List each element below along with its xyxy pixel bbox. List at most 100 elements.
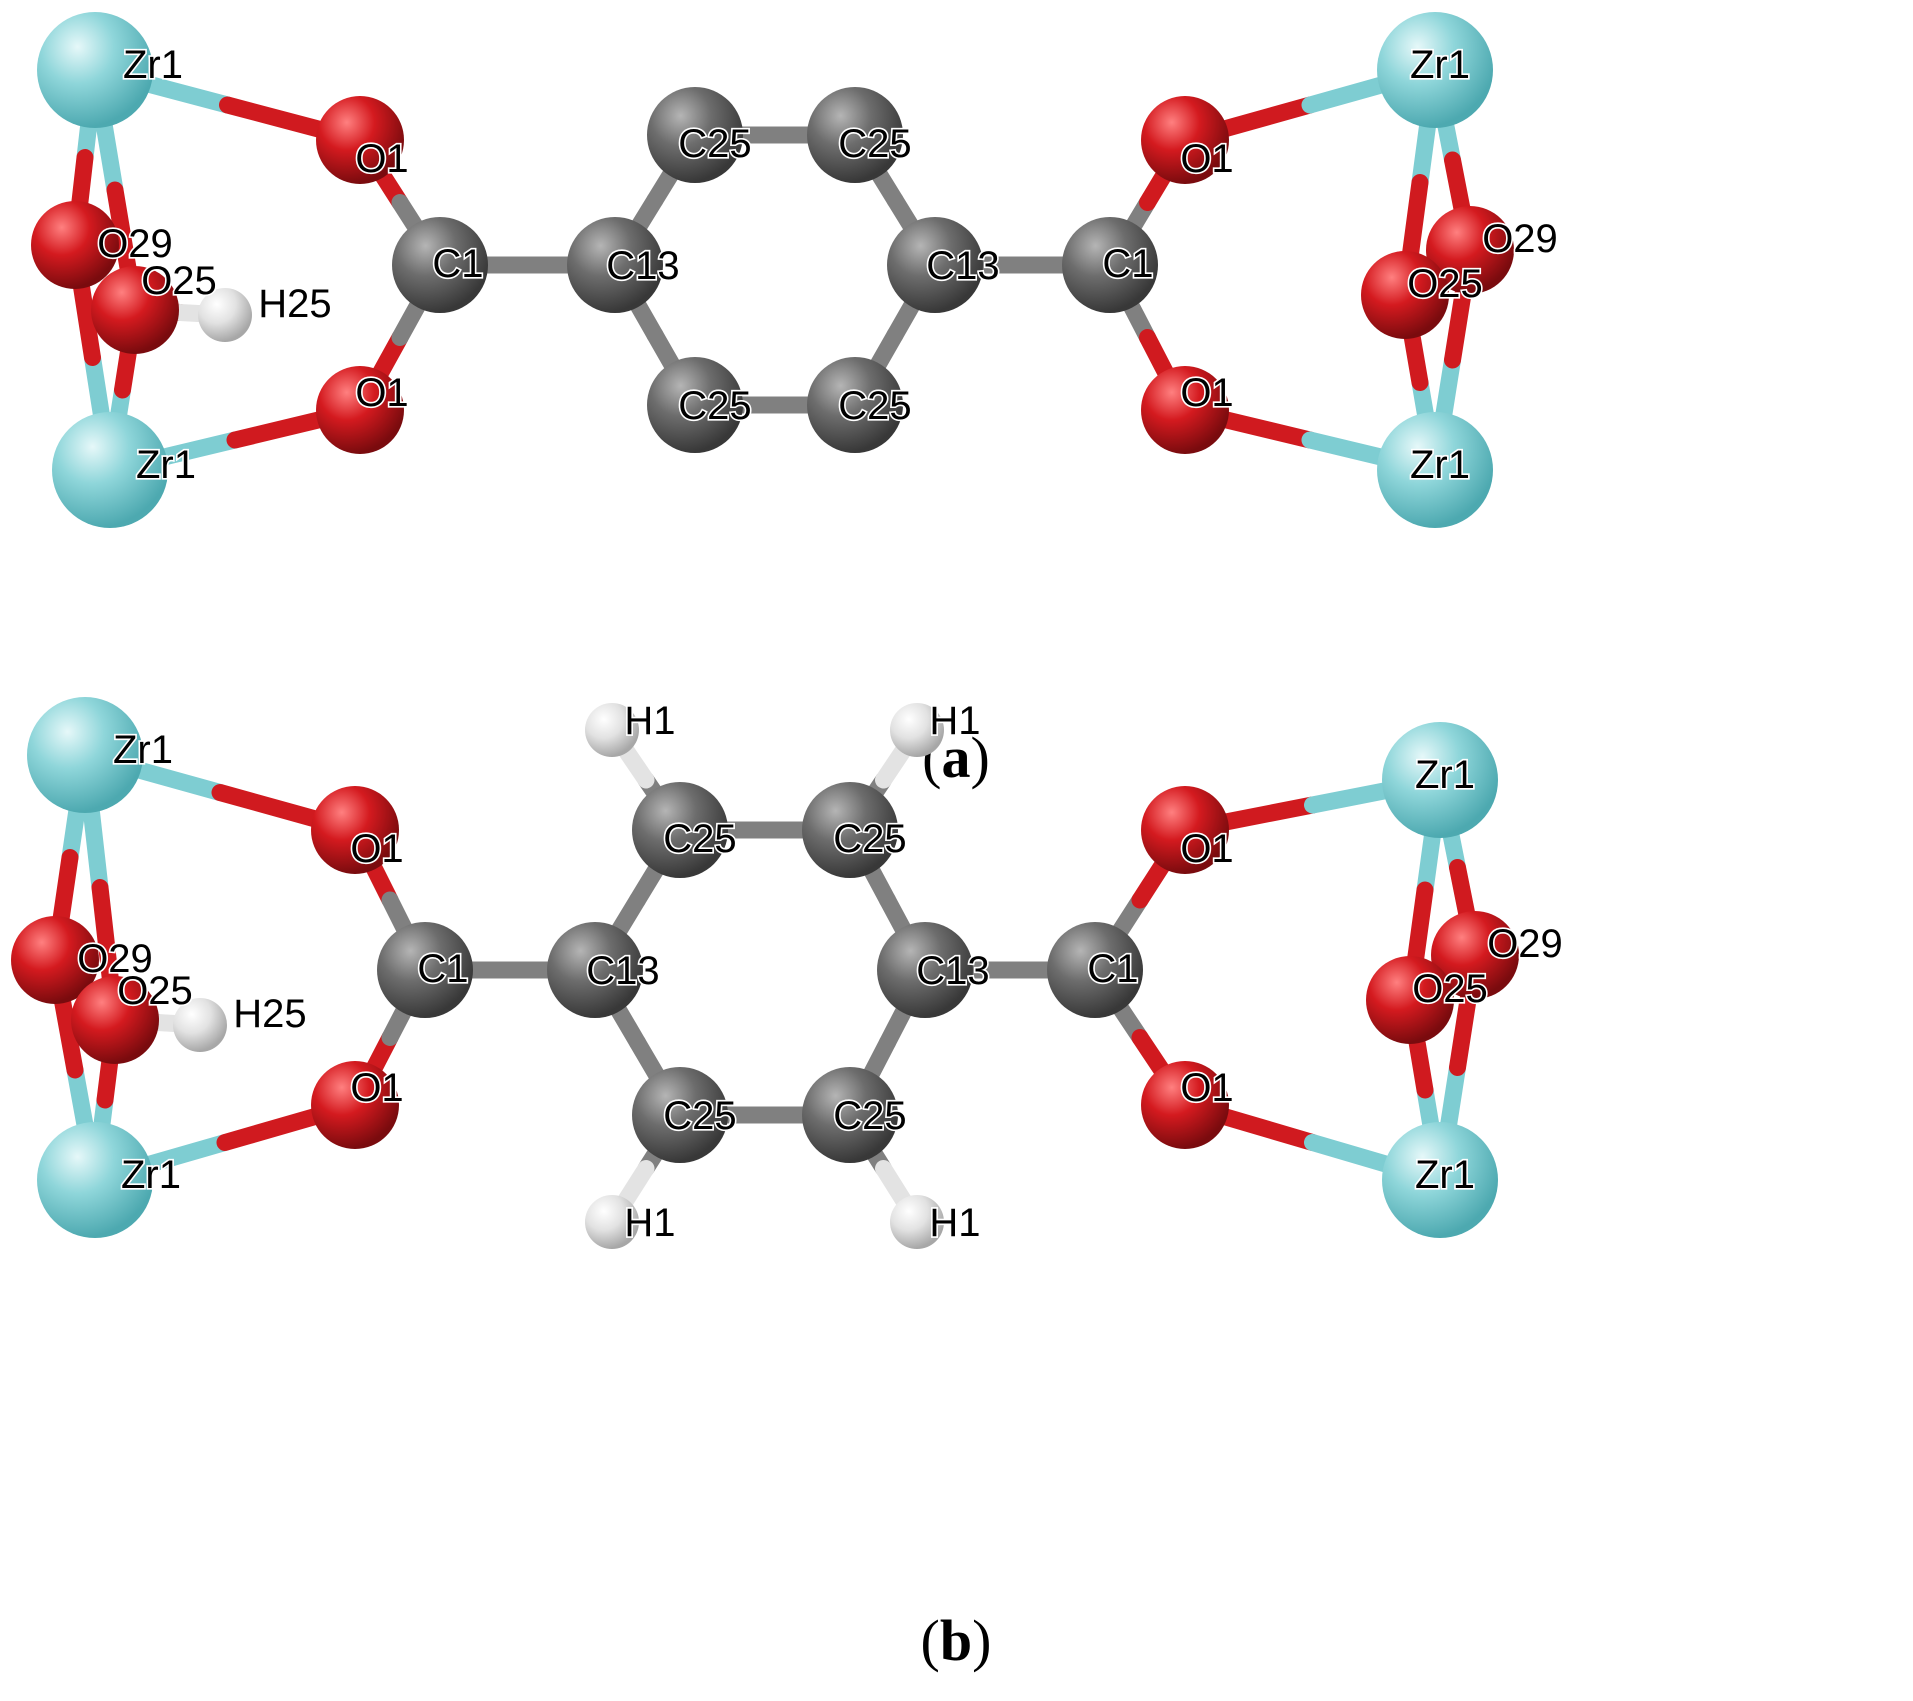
atom-label-o1: O1 [1180,137,1233,181]
c-atom-c13 [887,217,983,313]
atom-label-o1: O1 [355,371,408,415]
c-atom-c1 [377,922,473,1018]
atom-label-zr1: Zr1 [1410,43,1470,87]
atom-label-o25: O25 [141,259,217,303]
c-atom-c25 [647,87,743,183]
zr-atom-zr1 [1382,1122,1498,1238]
atom-label-c1: C1 [1087,947,1138,991]
atom-label-o1: O1 [1180,1066,1233,1110]
atom-label-c13: C13 [586,949,659,993]
bonds-layer [66,61,1479,479]
c-atom-c1 [392,217,488,313]
atom-label-c25: C25 [833,817,906,861]
atom-label-o1: O1 [1180,371,1233,415]
o-atom-o1 [1141,1061,1229,1149]
atom-label-o25: O25 [117,969,193,1013]
c-atom-c13 [547,922,643,1018]
atom-label-o29: O29 [77,937,153,981]
atom-label-c25: C25 [663,1094,736,1138]
atom-label-zr1: Zr1 [1415,1153,1475,1197]
c-atom-c25 [632,782,728,878]
atom-label-h25: H25 [233,992,306,1036]
atom-label-c1: C1 [417,947,468,991]
o-atom-o1 [1141,96,1229,184]
h-atom-h25 [173,998,227,1052]
atom-label-h25: H25 [258,282,331,326]
atom-label-o1: O1 [355,137,408,181]
atom-label-c25: C25 [678,122,751,166]
atom-label-o29: O29 [1482,217,1558,261]
atom-label-o1: O1 [1180,827,1233,871]
bonds-layer [46,721,1484,1231]
atom-label-zr1: Zr1 [1415,753,1475,797]
atom-label-c25: C25 [838,122,911,166]
c-atom-c25 [632,1067,728,1163]
zr-atom-zr1 [1382,722,1498,838]
c-atom-c13 [877,922,973,1018]
c-atom-c25 [802,782,898,878]
o-atom-o25 [71,976,159,1064]
zr-atom-zr1 [1377,412,1493,528]
atom-label-zr1: Zr1 [113,728,173,772]
atom-label-h1: H1 [929,1201,980,1245]
panel-label-b: (b) [921,1608,992,1673]
h-atom-h1 [890,703,944,757]
zr-atom-zr1 [27,697,143,813]
c-atom-c25 [807,357,903,453]
o-atom-o29 [31,201,119,289]
c-atom-c1 [1047,922,1143,1018]
atom-label-c13: C13 [606,244,679,288]
zr-atom-zr1 [52,412,168,528]
atom-label-o25: O25 [1407,262,1483,306]
atom-label-c25: C25 [663,817,736,861]
c-atom-c1 [1062,217,1158,313]
o-atom-o29 [1431,911,1519,999]
atom-label-o1: O1 [350,1066,403,1110]
atom-label-c1: C1 [432,242,483,286]
o-atom-o1 [316,96,404,184]
zr-atom-zr1 [37,1122,153,1238]
atom-label-o25: O25 [1412,967,1488,1011]
zr-atom-zr1 [37,12,153,128]
h-atom-h25 [198,288,252,342]
c-atom-c25 [647,357,743,453]
atom-label-h1: H1 [929,699,980,743]
zr-atom-zr1 [1377,12,1493,128]
o-atom-o1 [316,366,404,454]
h-atom-h1 [890,1195,944,1249]
o-atom-o25 [1361,251,1449,339]
atom-label-c25: C25 [838,384,911,428]
atom-label-zr1: Zr1 [121,1153,181,1197]
atom-label-c13: C13 [926,244,999,288]
o-atom-o29 [11,916,99,1004]
h-atom-h1 [585,1195,639,1249]
atom-label-zr1: Zr1 [1410,443,1470,487]
c-atom-c13 [567,217,663,313]
o-atom-o1 [1141,786,1229,874]
atom-label-o29: O29 [97,222,173,266]
o-atom-o29 [1426,206,1514,294]
atom-label-h1: H1 [624,699,675,743]
atom-label-c25: C25 [678,384,751,428]
panel-letter-a: a [942,725,971,790]
o-atom-o25 [1366,956,1454,1044]
panel-label-a: (a) [922,725,990,790]
atom-label-h1: H1 [624,1201,675,1245]
atom-label-o29: O29 [1487,922,1563,966]
o-atom-o1 [1141,366,1229,454]
panel-letter-b: b [940,1608,972,1673]
c-atom-c25 [807,87,903,183]
o-atom-o1 [311,786,399,874]
c-atom-c25 [802,1067,898,1163]
atom-label-zr1: Zr1 [123,43,183,87]
atom-label-o1: O1 [350,827,403,871]
atom-label-c13: C13 [916,949,989,993]
h-atom-h1 [585,703,639,757]
